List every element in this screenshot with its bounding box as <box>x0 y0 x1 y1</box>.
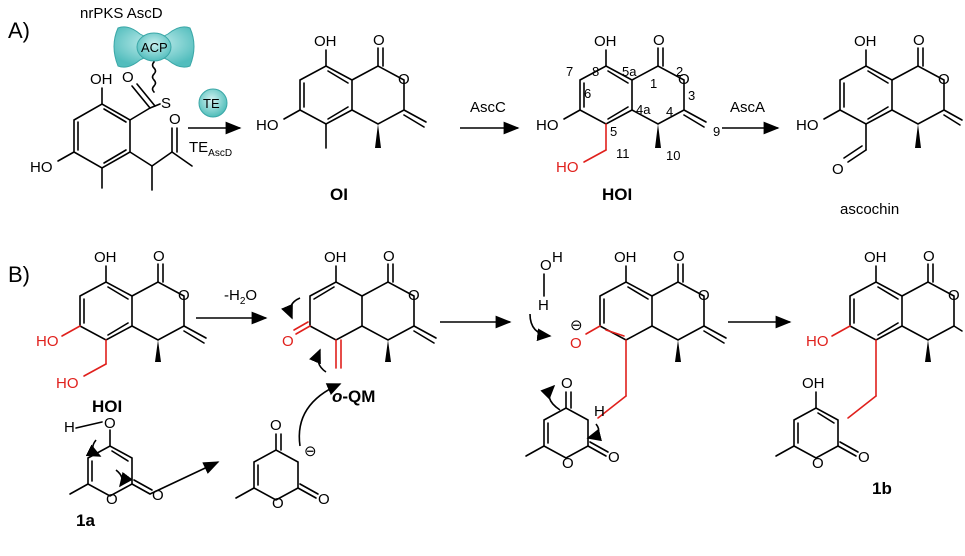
o-label: O <box>561 375 573 392</box>
pyrone-anion: O O O ⊖ <box>235 383 342 512</box>
arrow-deprotonation <box>149 461 220 495</box>
anion-label: ⊖ <box>570 317 583 334</box>
ho-red-label: HO <box>36 333 59 350</box>
num-5a: 5a <box>622 64 637 79</box>
o-label: O <box>153 248 165 265</box>
acp-domain: ACP <box>113 26 195 68</box>
te-ascd-label: TEAscD <box>189 139 232 159</box>
te-domain: TE <box>198 88 228 118</box>
o-label: O <box>832 161 844 178</box>
hol-molecule-b: O O OH HO HO <box>36 248 207 392</box>
num-8: 8 <box>592 64 599 79</box>
minus-water-label: -H2O <box>224 287 257 307</box>
o-label: O <box>272 495 284 512</box>
ol-molecule: O O OH HO <box>256 32 427 149</box>
o-red-label: O <box>570 335 582 352</box>
num-3: 3 <box>688 88 695 103</box>
pantetheine-tether <box>151 61 157 93</box>
h-label: H <box>552 249 563 266</box>
anion-label: ⊖ <box>304 443 317 460</box>
compound-1b: O O OH HO OH O O <box>775 248 963 472</box>
hol-molecule: O O OH HO HO 8 7 5a 2 1 6 3 4a 4 5 9 11 … <box>536 32 720 176</box>
oh-label: OH <box>314 33 337 50</box>
o-label: O <box>169 111 181 128</box>
ascochin-molecule: O O OH HO O <box>796 32 963 178</box>
o-label: O <box>678 71 690 88</box>
o-label: O <box>858 449 870 466</box>
oh-label: OH <box>94 249 117 266</box>
compound-hol-b-label: HOI <box>92 397 122 416</box>
o-label: O <box>673 248 685 265</box>
o-label: O <box>913 32 925 49</box>
num-9: 9 <box>713 124 720 139</box>
compound-ol-label: OI <box>330 185 348 204</box>
oh-label: OH <box>854 33 877 50</box>
ho-red-label: HO <box>806 333 829 350</box>
o-label: O <box>122 69 134 86</box>
o-label: O <box>562 455 574 472</box>
num-1: 1 <box>650 76 657 91</box>
o-label: O <box>373 32 385 49</box>
asca-label: AscA <box>730 99 765 116</box>
o-label: O <box>938 71 950 88</box>
num-4a: 4a <box>636 102 651 117</box>
o-label: O <box>948 287 960 304</box>
enzyme-label: nrPKS AscD <box>80 5 163 22</box>
o-label: O <box>540 257 552 274</box>
panel-b-label: B) <box>8 262 30 287</box>
o-label: O <box>106 491 118 508</box>
h-label: H <box>538 297 549 314</box>
ho-label: HO <box>256 117 279 134</box>
num-7: 7 <box>566 64 573 79</box>
o-label: O <box>408 287 420 304</box>
oh-label: OH <box>594 33 617 50</box>
h-label: H <box>64 419 75 436</box>
h-label: H <box>594 403 605 420</box>
num-10: 10 <box>666 148 680 163</box>
o-label: O <box>653 32 665 49</box>
ho-label: HO <box>536 117 559 134</box>
o-red-label: O <box>282 333 294 350</box>
o-label: O <box>398 71 410 88</box>
compound-hol-label: HOI <box>602 185 632 204</box>
adduct-intermediate: O O OH O ⊖ O H H O O O H <box>525 248 727 472</box>
o-label: O <box>270 417 282 434</box>
oh-label: OH <box>802 375 825 392</box>
oqm-label: o-QM <box>332 387 375 406</box>
oh-label: OH <box>864 249 887 266</box>
acp-label: ACP <box>141 40 168 55</box>
oh-label: OH <box>614 249 637 266</box>
o-label: O <box>178 287 190 304</box>
num-11: 11 <box>616 146 630 161</box>
compound-1a-label: 1a <box>76 511 95 530</box>
ho-label: HO <box>796 117 819 134</box>
o-label: O <box>698 287 710 304</box>
s-label: S <box>161 95 171 112</box>
compound-1a: O H O O <box>64 415 164 508</box>
panel-a-label: A) <box>8 18 30 43</box>
o-label: O <box>608 449 620 466</box>
compound-1b-label: 1b <box>872 479 892 498</box>
ho-red-label: HO <box>556 159 579 176</box>
o-label: O <box>923 248 935 265</box>
ascc-label: AscC <box>470 99 506 116</box>
ho-label: HO <box>30 159 53 176</box>
te-label: TE <box>203 96 220 111</box>
num-4: 4 <box>666 104 673 119</box>
ho-red-label: HO <box>56 375 79 392</box>
num-5: 5 <box>610 124 617 139</box>
num-2: 2 <box>676 64 683 79</box>
o-label: O <box>383 248 395 265</box>
thioester-intermediate: OH HO O S O <box>30 69 193 191</box>
o-label: O <box>812 455 824 472</box>
oqm-molecule: O O OH O <box>281 248 437 373</box>
compound-ascochin-label: ascochin <box>840 201 899 218</box>
num-6: 6 <box>584 86 591 101</box>
oh-label: OH <box>90 71 113 88</box>
o-label: O <box>152 487 164 504</box>
oh-label: OH <box>324 249 347 266</box>
o-label: O <box>104 415 116 432</box>
o-label: O <box>318 491 330 508</box>
